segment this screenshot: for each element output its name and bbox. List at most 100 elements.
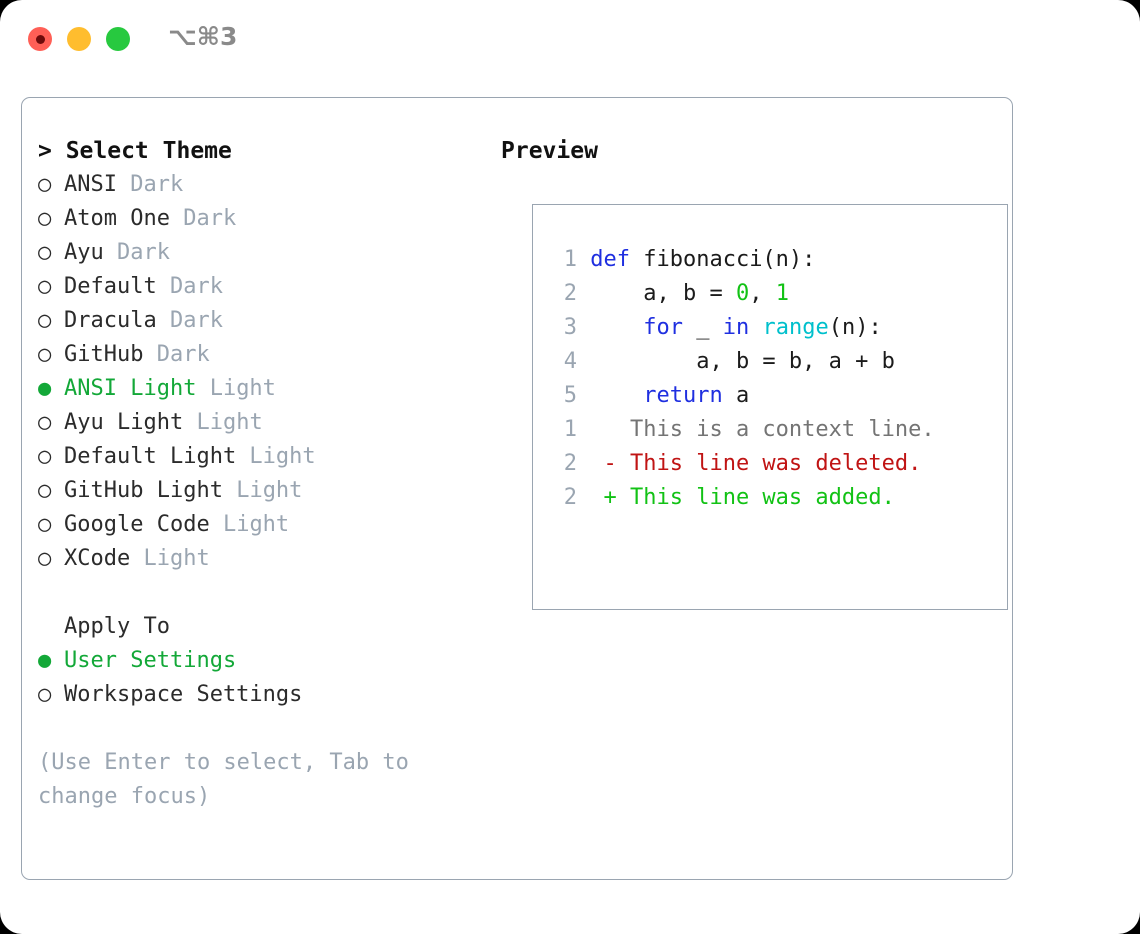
theme-row-ayu-light[interactable]: ○ Ayu Light Light [38,406,488,440]
preview-header: Preview [501,138,598,164]
theme-kind-label: Light [130,546,210,571]
code-token-kw: for [643,315,683,340]
diff-line: 1 This is a context line. [549,413,935,447]
theme-name-label: Default [64,274,157,299]
window-titlebar: ⌥⌘3 [0,0,1140,78]
radio-selected-icon[interactable]: ● [38,648,52,673]
code-token-txt [577,383,643,408]
theme-name-label: Dracula [64,308,157,333]
theme-row-default[interactable]: ○ Default Dark [38,270,488,304]
theme-kind-label: Dark [116,172,184,197]
theme-kind-label: Dark [156,308,223,333]
radio-unselected-icon[interactable]: ○ [38,342,52,367]
radio-unselected-icon[interactable]: ○ [38,206,52,231]
radio-unselected-icon[interactable]: ○ [38,444,52,469]
code-token-txt: (n): [828,315,882,340]
code-line: 1 def fibonacci(n): [549,243,895,277]
theme-selector-panel: > Select Theme ○ANSI Dark○Atom One Dark○… [21,97,1013,880]
code-token-txt: a, b = b, a + b [577,349,895,374]
code-token-txt: _ [682,315,723,340]
close-button-recording-icon[interactable] [28,27,52,51]
radio-unselected-icon[interactable]: ○ [38,546,52,571]
code-line: 4 a, b = b, a + b [549,345,895,379]
code-token-txt: fibonacci(n): [629,247,816,272]
radio-unselected-icon[interactable]: ○ [38,308,52,333]
select-theme-header: > Select Theme [38,138,232,164]
theme-name-label: Default Light [64,444,237,469]
code-token-num: 0 [735,281,750,306]
theme-kind-label: Light [183,410,263,435]
radio-unselected-icon[interactable]: ○ [38,274,52,299]
diff-text: This is a context line. [629,417,935,442]
code-token-txt: a, b = [577,281,736,306]
theme-kind-label: Light [222,478,303,503]
theme-name-label: ANSI [64,172,117,197]
diff-line-number: 2 [563,451,577,476]
code-line: 2 a, b = 0, 1 [549,277,895,311]
preview-column: Preview 1 def fibonacci(n):2 a, b = 0, 1… [501,134,1008,610]
code-token-txt: , [749,281,776,306]
theme-name-label: ANSI Light [64,376,197,401]
apply-to-header: Apply To [38,610,488,644]
theme-row-default-light[interactable]: ○ Default Light Light [38,440,488,474]
code-token-kw: return [643,383,723,408]
radio-unselected-icon[interactable]: ○ [38,512,52,537]
theme-row-xcode[interactable]: ○XCode Light [38,542,488,576]
apply-to-row-workspace-settings[interactable]: ○Workspace Settings [38,678,488,712]
radio-unselected-icon[interactable]: ○ [38,410,52,435]
line-number: 4 [563,349,577,374]
theme-row-google-code[interactable]: ○Google Code Light [38,508,488,542]
theme-row-dracula[interactable]: ○ Dracula Dark [38,304,488,338]
theme-name-label: GitHub [64,342,144,367]
theme-name-label: Ayu Light [64,410,184,435]
theme-kind-label: Dark [169,206,237,231]
theme-name-label: Atom One [64,206,170,231]
keyboard-hint-text: (Use Enter to select, Tab to change focu… [38,750,423,809]
theme-row-ansi-light[interactable]: ● ANSI Light Light [38,372,488,406]
code-token-num: 1 [775,281,789,306]
theme-kind-label: Dark [156,274,223,299]
line-number: 1 [563,247,577,272]
diff-text: This line was deleted. [629,451,922,476]
diff-sign: + [577,485,630,510]
line-number: 2 [563,281,577,306]
theme-row-ansi[interactable]: ○ ANSI Dark [38,168,488,202]
theme-kind-label: Light [236,444,316,469]
theme-row-github-light[interactable]: ○GitHub Light Light [38,474,488,508]
traffic-light-group [28,27,130,51]
line-number: 3 [563,315,577,340]
apply-to-header-indent [38,610,64,644]
radio-unselected-icon[interactable]: ○ [38,172,52,197]
theme-kind-label: Light [196,376,276,401]
code-token-kw: def [577,247,630,272]
diff-preview: 1 This is a context line.2 - This line w… [549,413,935,515]
code-token-txt [749,315,762,340]
keyboard-shortcut-label: ⌥⌘3 [168,22,238,51]
diff-line-number: 1 [563,417,577,442]
theme-kind-label: Dark [143,342,210,367]
code-token-txt: a [722,383,750,408]
theme-row-ayu[interactable]: ○Ayu Dark [38,236,488,270]
maximize-button[interactable] [106,27,130,51]
diff-line: 2 - This line was deleted. [549,447,935,481]
apply-to-list: ●User Settings○Workspace Settings [38,644,488,712]
theme-row-atom-one[interactable]: ○ Atom One Dark [38,202,488,236]
radio-unselected-icon[interactable]: ○ [38,682,52,707]
code-token-txt [577,315,643,340]
theme-kind-label: Light [209,512,290,537]
recording-indicator-icon [35,34,45,44]
apply-to-row-user-settings[interactable]: ●User Settings [38,644,488,678]
radio-unselected-icon[interactable]: ○ [38,478,52,503]
diff-line-number: 2 [563,485,577,510]
list-spacer [38,576,488,610]
theme-kind-label: Dark [103,240,170,265]
minimize-button[interactable] [67,27,91,51]
diff-line: 2 + This line was added. [549,481,935,515]
theme-row-github[interactable]: ○ GitHub Dark [38,338,488,372]
radio-selected-icon[interactable]: ● [38,376,52,401]
radio-unselected-icon[interactable]: ○ [38,240,52,265]
diff-text: This line was added. [629,485,895,510]
